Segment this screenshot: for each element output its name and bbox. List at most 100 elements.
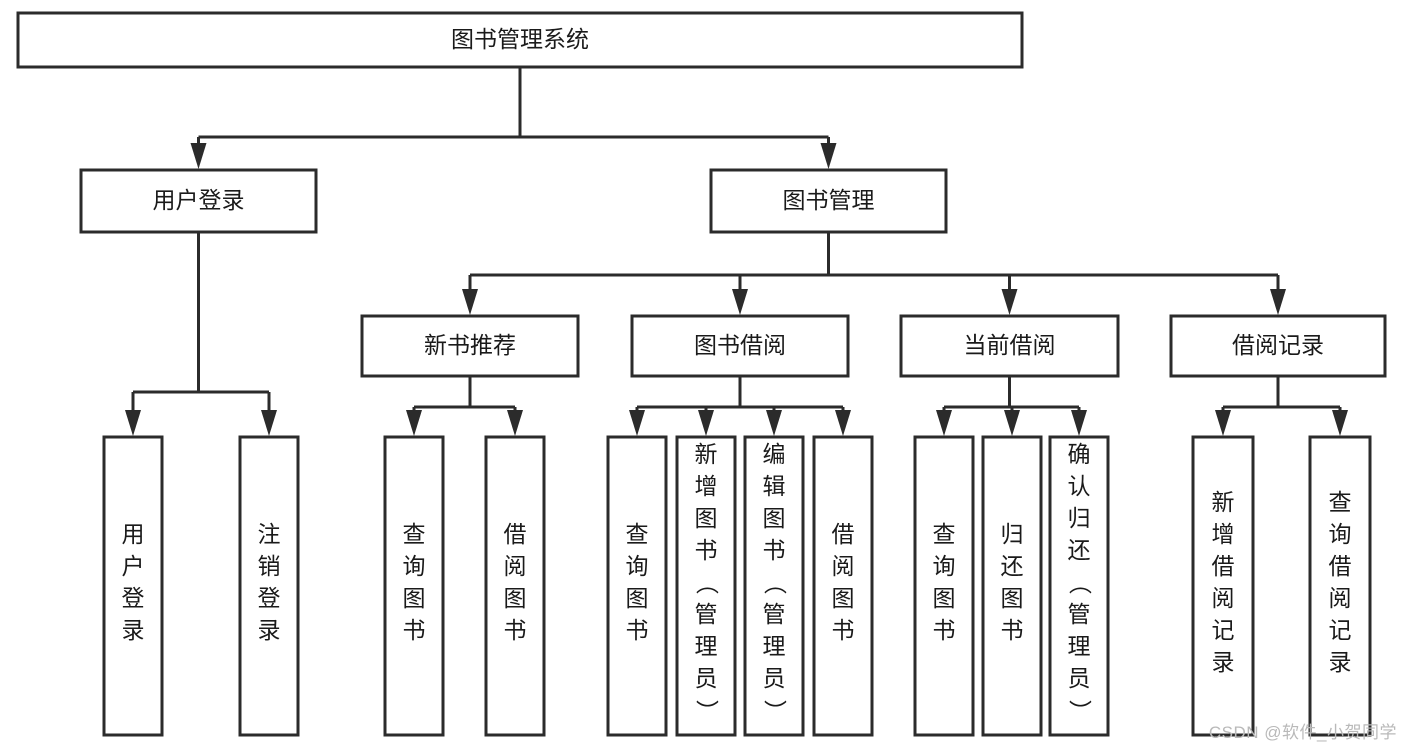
node-label-char: 图 [695, 505, 718, 531]
level2-node-box[interactable] [709, 168, 948, 234]
node-label-char: 图 [1001, 585, 1024, 611]
node-label-char: 理 [695, 633, 718, 659]
level3-node[interactable]: 借阅记录 [1169, 314, 1387, 378]
node-label-char: 借 [1329, 553, 1352, 579]
leaf-node-box[interactable] [606, 435, 668, 737]
node-label-char: 借 [504, 521, 527, 547]
level3-node-box[interactable] [899, 314, 1120, 378]
node-label-char: 图 [626, 585, 649, 611]
node-label-char: 理 [763, 633, 786, 659]
leaf-node-box[interactable] [484, 435, 546, 737]
node-label-char: 查 [626, 521, 649, 547]
level2-node[interactable]: 用户登录 [79, 168, 318, 234]
node-label-char: 书 [832, 617, 855, 643]
leaf-node-box[interactable] [238, 435, 300, 737]
node-label-char: ） [1067, 700, 1093, 723]
node-label-char: 图 [763, 505, 786, 531]
node-label-char: 询 [933, 553, 956, 579]
arrow-head-icon [462, 289, 478, 315]
level2-node[interactable]: 图书管理 [709, 168, 948, 234]
node-label-char: 记 [1212, 617, 1235, 643]
arrow-head-icon [406, 410, 422, 436]
node-label-char: 新 [1212, 489, 1235, 515]
node-label-char: 查 [1329, 489, 1352, 515]
node-label-char: 管 [695, 601, 718, 627]
node-label-char: 书 [504, 617, 527, 643]
leaf-node-box[interactable] [812, 435, 874, 737]
node-label-char: 注 [258, 521, 281, 547]
node-label: 用户登录 [153, 187, 245, 213]
node-label-char: 图 [832, 585, 855, 611]
node-label-char: 查 [933, 521, 956, 547]
node-label-char: 借 [832, 521, 855, 547]
node-label-char: ） [694, 700, 720, 723]
leaf-node-box[interactable] [1308, 435, 1372, 737]
node-label-char: 增 [695, 473, 718, 499]
level3-node-box[interactable] [360, 314, 580, 378]
node-label: 当前借阅 [964, 332, 1056, 358]
node-label-char: 书 [933, 617, 956, 643]
node-label-char: 销 [258, 553, 281, 579]
root-node-box[interactable] [16, 11, 1024, 69]
level3-node-box[interactable] [630, 314, 850, 378]
leaf-node-box[interactable] [1191, 435, 1255, 737]
arrow-head-icon [1270, 289, 1286, 315]
root-node[interactable]: 图书管理系统 [16, 11, 1024, 69]
leaf-node-box[interactable] [383, 435, 445, 737]
node-label-char: （ [694, 572, 720, 595]
connector-layer [125, 67, 1348, 436]
node-label-char: 图 [933, 585, 956, 611]
node-label-char: 录 [258, 617, 281, 643]
level3-node[interactable]: 新书推荐 [360, 314, 580, 378]
node-label-char: 查 [403, 521, 426, 547]
node-label-char: 归 [1001, 521, 1024, 547]
node-label-char: （ [1067, 572, 1093, 595]
node-label-char: 借 [1212, 553, 1235, 579]
leaf-node[interactable]: 用户登录 [102, 435, 164, 737]
level2-node-box[interactable] [79, 168, 318, 234]
arrow-head-icon [835, 410, 851, 436]
level3-node[interactable]: 图书借阅 [630, 314, 850, 378]
arrow-head-icon [1332, 410, 1348, 436]
node-label-char: （ [762, 572, 788, 595]
node-label-char: 户 [122, 553, 145, 579]
node-label-char: 理 [1068, 633, 1091, 659]
node-label-char: 用 [122, 521, 145, 547]
arrow-head-icon [261, 410, 277, 436]
leaf-node-box[interactable] [913, 435, 975, 737]
arrow-head-icon [732, 289, 748, 315]
node-label-char: 录 [122, 617, 145, 643]
level3-node-box[interactable] [1169, 314, 1387, 378]
arrow-head-icon [1004, 410, 1020, 436]
node-label-char: 编 [763, 441, 786, 467]
level3-node[interactable]: 当前借阅 [899, 314, 1120, 378]
node-label-char: 书 [763, 537, 786, 563]
node-label-char: 员 [763, 665, 786, 691]
node-label-char: 辑 [763, 473, 786, 499]
leaf-node-box[interactable] [1048, 435, 1110, 737]
node-label-char: 登 [258, 585, 281, 611]
leaf-node-box[interactable] [981, 435, 1043, 737]
node-layer: 图书管理系统用户登录图书管理新书推荐图书借阅当前借阅借阅记录用户登录注销登录查询… [16, 11, 1387, 737]
node-label-char: 询 [403, 553, 426, 579]
leaf-node-box[interactable] [743, 435, 805, 737]
leaf-node-box[interactable] [102, 435, 164, 737]
arrow-head-icon [125, 410, 141, 436]
node-label-char: 书 [1001, 617, 1024, 643]
leaf-node-box[interactable] [675, 435, 737, 737]
arrow-head-icon [1071, 410, 1087, 436]
node-label-char: 录 [1329, 649, 1352, 675]
